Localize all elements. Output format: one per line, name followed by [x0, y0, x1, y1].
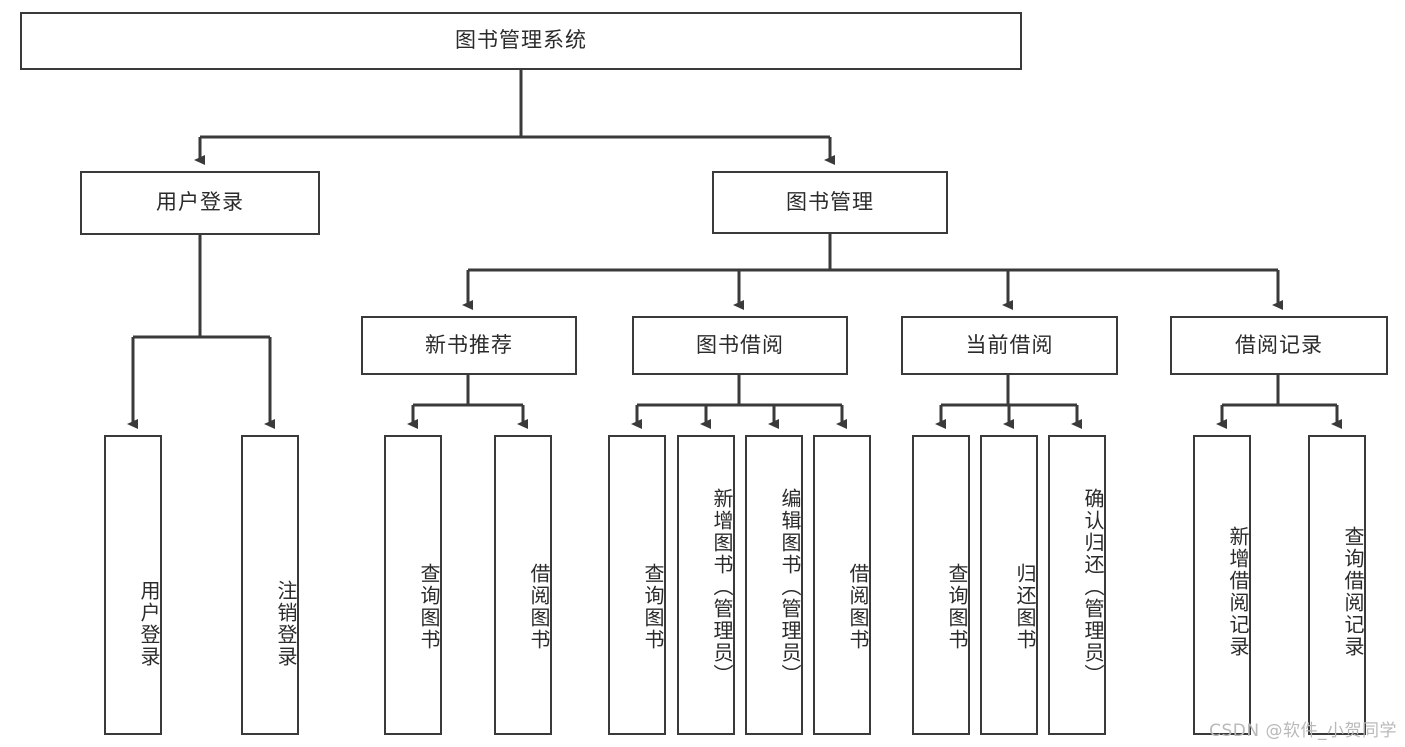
node-label: 图书借阅: [696, 332, 784, 357]
node-label: 注销登录: [274, 580, 298, 668]
node-label: 新增借阅记录: [1226, 526, 1250, 658]
node-label: 新增图书（管理员）: [710, 488, 734, 686]
leaf-newbook-query-book[interactable]: 查询图书: [384, 435, 442, 735]
node-borrow-records[interactable]: 借阅记录: [1170, 316, 1388, 375]
node-label: 确认归还（管理员）: [1081, 488, 1105, 686]
csdn-watermark: CSDN @软件_小贺同学: [1209, 721, 1397, 741]
leaf-logout[interactable]: 注销登录: [241, 435, 299, 735]
leaf-borrow-query-book[interactable]: 查询图书: [608, 435, 666, 735]
leaf-current-return-book[interactable]: 归还图书: [980, 435, 1038, 735]
node-label: 查询图书: [641, 563, 665, 651]
node-label: 用户登录: [137, 580, 161, 668]
node-current-borrow[interactable]: 当前借阅: [901, 316, 1118, 375]
leaf-records-query-record[interactable]: 查询借阅记录: [1308, 435, 1366, 735]
leaf-records-add-record[interactable]: 新增借阅记录: [1193, 435, 1251, 735]
leaf-borrow-lend-book[interactable]: 借阅图书: [813, 435, 871, 735]
leaf-newbook-borrow-book[interactable]: 借阅图书: [494, 435, 552, 735]
leaf-user-login[interactable]: 用户登录: [104, 435, 162, 735]
node-label: 图书管理系统: [455, 28, 587, 53]
node-label: 查询借阅记录: [1341, 526, 1365, 658]
node-label: 编辑图书（管理员）: [778, 488, 802, 686]
leaf-borrow-add-book-admin[interactable]: 新增图书（管理员）: [677, 435, 735, 735]
node-label: 新书推荐: [425, 332, 513, 357]
leaf-current-query-book[interactable]: 查询图书: [912, 435, 970, 735]
leaf-borrow-edit-book-admin[interactable]: 编辑图书（管理员）: [745, 435, 803, 735]
node-label: 借阅图书: [846, 563, 870, 651]
node-label: 查询图书: [417, 563, 441, 651]
node-label: 归还图书: [1013, 563, 1037, 651]
node-book-borrow[interactable]: 图书借阅: [632, 316, 848, 375]
node-root-system[interactable]: 图书管理系统: [20, 12, 1022, 70]
node-label: 借阅图书: [527, 563, 551, 651]
node-user-login[interactable]: 用户登录: [80, 171, 320, 235]
leaf-current-confirm-return-admin[interactable]: 确认归还（管理员）: [1048, 435, 1106, 735]
node-label: 用户登录: [156, 190, 244, 215]
node-label: 查询图书: [945, 563, 969, 651]
node-new-book-recommend[interactable]: 新书推荐: [361, 316, 577, 375]
node-book-management[interactable]: 图书管理: [712, 171, 948, 234]
node-label: 当前借阅: [965, 332, 1054, 357]
node-label: 图书管理: [786, 189, 874, 214]
node-label: 借阅记录: [1235, 332, 1323, 357]
